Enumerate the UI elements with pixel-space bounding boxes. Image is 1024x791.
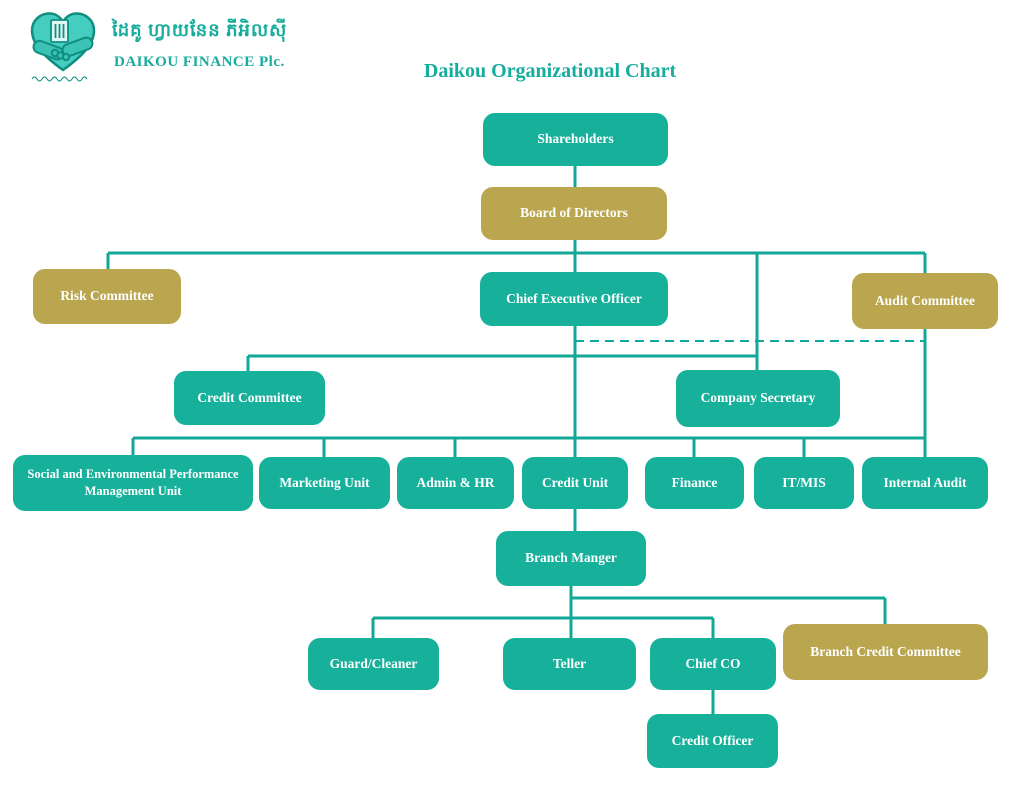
org-node-credit-officer: Credit Officer (647, 714, 778, 768)
org-node-credit-committee: Credit Committee (174, 371, 325, 425)
org-node-branch-credit-committee: Branch Credit Committee (783, 624, 988, 680)
company-logo (24, 8, 102, 84)
org-node-label: Company Secretary (700, 390, 816, 406)
logo-tagline-script (31, 76, 88, 82)
org-node-finance: Finance (645, 457, 744, 509)
org-node-label: Admin & HR (416, 474, 495, 490)
org-node-label: Credit Committee (197, 389, 302, 405)
org-node-branch-manager: Branch Manger (496, 531, 646, 586)
org-node-risk-committee: Risk Committee (33, 269, 181, 324)
org-node-label: Guard/Cleaner (329, 655, 418, 671)
org-node-label: Branch Credit Committee (810, 643, 961, 659)
org-node-chief-co: Chief CO (650, 638, 776, 690)
org-node-label: Chief Executive Officer (506, 290, 642, 306)
org-node-label: Chief CO (685, 655, 741, 671)
org-node-admin-hr: Admin & HR (397, 457, 514, 509)
org-node-social-environmental-performance-management-unit: Social and Environmental Performance Man… (13, 455, 253, 511)
solid-connectors (106, 166, 927, 714)
org-node-company-secretary: Company Secretary (676, 370, 840, 427)
org-node-label: Finance (671, 474, 718, 490)
org-node-teller: Teller (503, 638, 636, 690)
org-node-label: Teller (552, 655, 587, 671)
org-node-label: Shareholders (537, 131, 614, 147)
org-node-chief-executive-officer: Chief Executive Officer (480, 272, 668, 326)
org-node-label: Branch Manger (525, 550, 617, 566)
org-node-it-mis: IT/MIS (754, 457, 854, 509)
heart-handshake-icon (30, 12, 96, 82)
building-icon (50, 19, 69, 43)
org-node-board-of-directors: Board of Directors (481, 187, 667, 240)
org-node-internal-audit: Internal Audit (862, 457, 988, 509)
org-node-label: Internal Audit (883, 474, 967, 490)
org-node-label: Credit Officer (671, 732, 754, 748)
org-node-label: Risk Committee (60, 288, 154, 304)
company-name-english: DAIKOU FINANCE Plc. (114, 54, 285, 70)
org-node-label: Board of Directors (520, 205, 628, 221)
org-node-guard-cleaner: Guard/Cleaner (308, 638, 439, 690)
handshake-icon (32, 36, 94, 62)
company-name-khmer: ដៃគូ ហ្វាយនែន ភីអិលស៊ី (112, 20, 288, 40)
org-node-marketing-unit: Marketing Unit (259, 457, 390, 509)
org-node-label: Marketing Unit (279, 474, 370, 490)
org-node-label: Audit Committee (874, 292, 976, 308)
org-node-label: IT/MIS (782, 474, 826, 490)
page-title: Daikou Organizational Chart (423, 60, 677, 82)
org-node-shareholders: Shareholders (483, 113, 668, 166)
org-node-credit-unit: Credit Unit (522, 457, 628, 509)
org-node-label: Credit Unit (541, 474, 609, 490)
org-node-audit-committee: Audit Committee (852, 273, 998, 329)
org-node-label: Social and Environmental Performance Man… (27, 467, 239, 498)
